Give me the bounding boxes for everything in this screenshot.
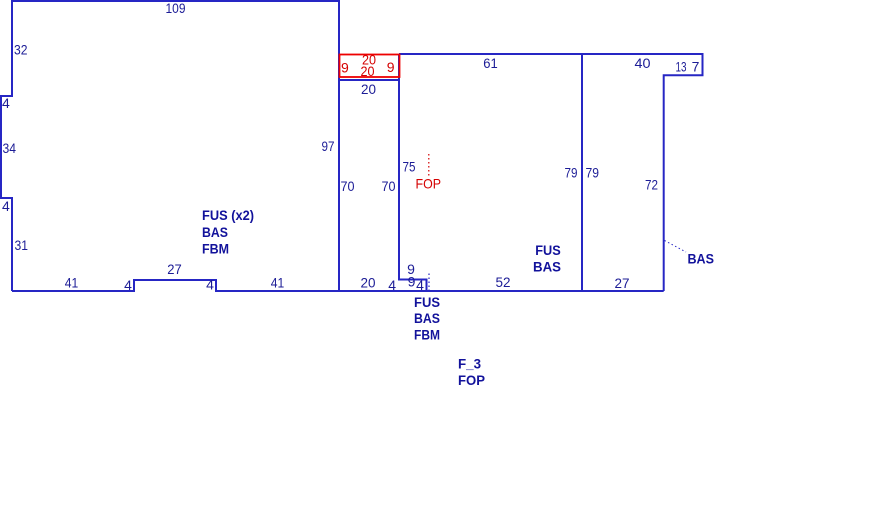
svg-text:BAS: BAS xyxy=(688,252,715,267)
svg-text:72: 72 xyxy=(645,177,658,193)
svg-text:4: 4 xyxy=(2,198,10,214)
svg-text:70: 70 xyxy=(382,178,396,194)
svg-text:27: 27 xyxy=(167,261,182,277)
svg-text:9: 9 xyxy=(341,60,349,76)
svg-text:20: 20 xyxy=(361,63,375,79)
svg-text:9: 9 xyxy=(387,59,395,75)
svg-text:7: 7 xyxy=(692,58,700,74)
svg-text:31: 31 xyxy=(15,237,29,253)
svg-text:32: 32 xyxy=(14,42,28,58)
svg-text:BAS: BAS xyxy=(533,260,561,275)
svg-text:4: 4 xyxy=(388,277,396,293)
svg-text:79: 79 xyxy=(565,165,578,181)
svg-text:FOP: FOP xyxy=(416,176,442,192)
svg-text:97: 97 xyxy=(322,138,335,154)
svg-text:FBM: FBM xyxy=(202,242,229,257)
svg-text:70: 70 xyxy=(341,178,355,194)
svg-text:61: 61 xyxy=(483,55,498,71)
svg-text:4: 4 xyxy=(206,277,214,293)
svg-text:F_3: F_3 xyxy=(458,357,481,372)
svg-text:34: 34 xyxy=(3,140,17,156)
svg-text:FUS: FUS xyxy=(414,295,440,310)
svg-text:BAS: BAS xyxy=(414,311,440,326)
svg-text:79: 79 xyxy=(586,165,600,181)
svg-text:9: 9 xyxy=(407,261,415,277)
svg-text:FUS (x2): FUS (x2) xyxy=(202,208,254,223)
svg-text:4: 4 xyxy=(2,95,10,111)
svg-text:FBM: FBM xyxy=(414,328,440,343)
svg-text:FOP: FOP xyxy=(458,373,485,388)
svg-text:52: 52 xyxy=(496,274,511,290)
svg-text:BAS: BAS xyxy=(202,225,228,240)
svg-text:20: 20 xyxy=(362,52,376,68)
svg-text:13: 13 xyxy=(676,58,687,74)
svg-text:FUS: FUS xyxy=(535,243,561,258)
svg-text:27: 27 xyxy=(615,275,630,291)
svg-text:41: 41 xyxy=(271,275,285,291)
svg-text:4: 4 xyxy=(124,277,132,293)
svg-text:9: 9 xyxy=(408,274,416,290)
svg-text:40: 40 xyxy=(635,55,651,71)
svg-text:75: 75 xyxy=(403,159,416,175)
svg-text:4: 4 xyxy=(416,277,424,293)
svg-text:41: 41 xyxy=(65,275,79,291)
svg-text:20: 20 xyxy=(361,81,376,97)
svg-text:109: 109 xyxy=(166,0,186,16)
svg-text:20: 20 xyxy=(361,275,376,291)
